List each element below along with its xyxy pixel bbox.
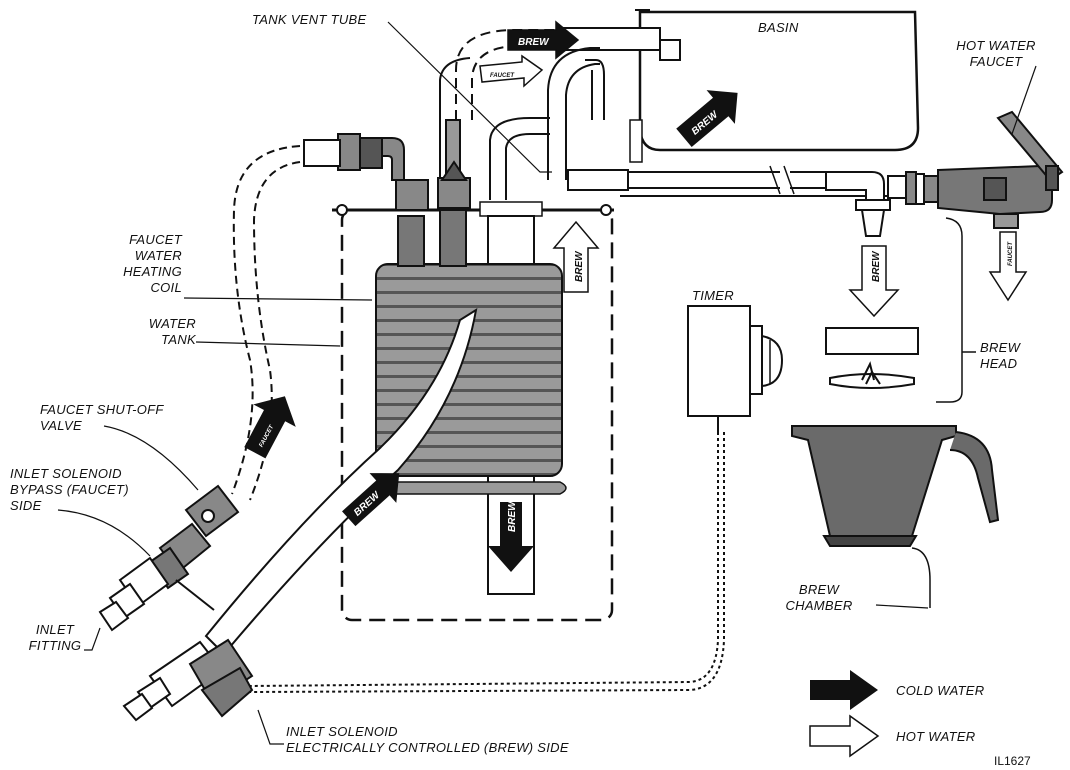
brew-inlet-hose <box>204 307 478 656</box>
label-faucet-shutoff-valve: FAUCET SHUT-OFF VALVE <box>40 402 164 433</box>
arrow-faucet-valve: FAUCET <box>244 396 296 459</box>
faucet-hose <box>231 145 301 501</box>
brew-head-tube <box>567 165 900 197</box>
svg-text:FAUCET: FAUCET <box>490 73 515 79</box>
brew-chamber <box>791 425 1000 608</box>
arrow-brew-top: BREW <box>507 20 580 60</box>
brew-head <box>825 217 976 403</box>
label-faucet-water-heating-coil: FAUCET WATER HEATING COIL <box>123 232 182 295</box>
legend-cold-arrow <box>810 670 878 710</box>
svg-text:FAUCET: FAUCET <box>1008 241 1014 266</box>
svg-text:BREW: BREW <box>507 500 518 532</box>
brew-solenoid <box>122 638 254 722</box>
svg-text:BREW: BREW <box>574 250 585 282</box>
arrow-faucet-top: FAUCET <box>479 54 544 88</box>
sprayhead-fitting <box>825 171 891 237</box>
label-hot-water-faucet: HOT WATER FAUCET <box>956 38 1036 69</box>
legend-cold-water: COLD WATER <box>896 683 985 698</box>
coil-fittings <box>303 119 471 267</box>
basin-inlet-tube <box>547 27 681 180</box>
label-water-tank: WATER TANK <box>148 316 196 347</box>
figure-id: IL1627 <box>994 754 1031 768</box>
leader-lines <box>57 21 1037 745</box>
label-inlet-solenoid-bypass: INLET SOLENOID BYPASS (FAUCET) SIDE <box>10 466 129 513</box>
label-tank-vent-tube: TANK VENT TUBE <box>252 12 367 27</box>
arrow-faucet-down: FAUCET <box>988 231 1028 302</box>
arrow-brew-down-tube: BREW <box>488 500 534 572</box>
arrow-brew-up: BREW <box>552 220 600 293</box>
svg-text:BREW: BREW <box>518 37 550 48</box>
svg-text:BREW: BREW <box>871 250 882 282</box>
legend-hot-water: HOT WATER <box>896 729 976 744</box>
label-timer: TIMER <box>692 288 734 303</box>
water-tank <box>332 201 614 622</box>
overflow-tube <box>489 117 550 200</box>
label-brew-head: BREW HEAD <box>980 340 1021 371</box>
inlet-solenoid-valve <box>98 484 240 632</box>
label-inlet-solenoid-brew: INLET SOLENOID ELECTRICALLY CONTROLLED (… <box>286 724 569 755</box>
legend-hot-arrow <box>809 714 880 758</box>
arrow-brew-sprayhead: BREW <box>848 245 900 318</box>
label-brew-chamber: BREW CHAMBER <box>785 582 853 613</box>
timer-wire <box>249 432 725 693</box>
timer <box>687 305 784 432</box>
label-inlet-fitting: INLET FITTING <box>28 622 82 653</box>
label-basin: BASIN <box>758 20 799 35</box>
hot-water-faucet <box>887 110 1064 229</box>
